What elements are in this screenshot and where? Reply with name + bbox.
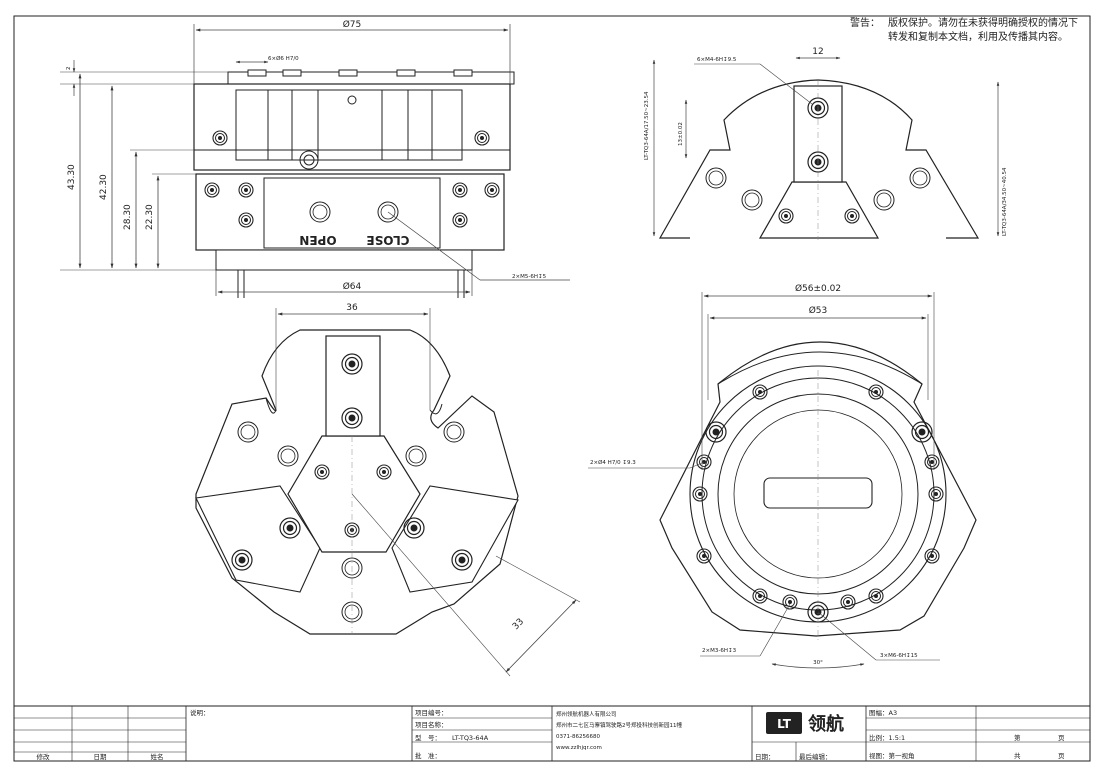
- callout-m3: 2×M3-6H↧3: [702, 648, 737, 654]
- tb-approve: 批 准：: [415, 751, 441, 760]
- jaw-view: 12 6×M4-6H↧9.5 LT-TQ3-64A/17.50~23.54 13…: [644, 47, 1008, 240]
- dim-h42-30: 42.30: [99, 174, 109, 200]
- close-label: CLOSE: [366, 233, 409, 247]
- tb-project-name: 项目名称：: [415, 720, 448, 729]
- top-view: 36 33: [195, 303, 581, 677]
- title-block: 修改 日期 姓名 说明： 项目编号： 项目名称： 型 号： LT-TQ3-64A…: [14, 705, 1090, 761]
- tb-model-label: 型 号：: [415, 733, 441, 742]
- dim-holes-top: 6×Ø6 H7/0: [268, 55, 299, 62]
- tb-company-address: 郑州市二七区马寨镇驾驶路2号郑投科技创新园11幢: [556, 721, 682, 729]
- dim-r33: 33: [511, 617, 526, 632]
- brand-logo: LT 领航: [766, 712, 844, 735]
- tb-col-date: 日期: [94, 753, 108, 761]
- side-view: OPEN CLOSE Ø75 6×Ø6 H7/0 Ø64 43.30 42.30…: [60, 19, 570, 298]
- tb-scale: 比例：1.5:1: [869, 733, 905, 742]
- tb-page-suffix: 页: [1058, 734, 1065, 742]
- tb-page: 第: [1014, 733, 1021, 742]
- dim-d53: Ø53: [809, 305, 828, 316]
- tb-col-name: 姓名: [151, 752, 164, 761]
- open-label: OPEN: [299, 233, 336, 247]
- tb-remark: 说明：: [190, 708, 210, 717]
- dim-stroke-range: LT-TQ3-64A/17.50~23.54: [644, 91, 650, 160]
- logo-text: LT: [777, 717, 792, 731]
- tb-project-no: 项目编号：: [415, 708, 448, 717]
- dim-d64: Ø64: [343, 281, 362, 292]
- callout-m6: 3×M6-6H↧15: [880, 653, 918, 659]
- dim-h22-30: 22.30: [145, 204, 155, 230]
- drawing-frame: [13, 15, 1091, 762]
- tb-phone: 0371-86256680: [556, 734, 600, 740]
- dim-h28-30: 28.30: [123, 204, 133, 230]
- tb-website: www.zzlhjqr.com: [556, 745, 602, 751]
- tb-last-edit: 最后编辑：: [799, 752, 832, 761]
- tb-col-modify: 修改: [37, 752, 51, 761]
- warning-line2: 转发和复制本文档，利用及传播其内容。: [888, 30, 1068, 43]
- tb-total: 共: [1014, 751, 1021, 760]
- dim-d75: Ø75: [343, 19, 362, 30]
- callout-m4: 6×M4-6H↧9.5: [697, 57, 737, 63]
- dim-w12: 12: [812, 47, 823, 57]
- dim-h13: 13±0.02: [678, 122, 684, 146]
- dim-angle: 30°: [813, 660, 823, 666]
- tb-model-value: LT-TQ3-64A: [452, 734, 489, 742]
- dim-h2: 2: [66, 67, 72, 71]
- dim-span-range: LT-TQ3-64A/34.50~40.54: [1002, 167, 1008, 236]
- tb-sheet: 图幅：A3: [869, 708, 897, 717]
- tb-company-name: 郑州领航机器人有限公司: [556, 710, 617, 718]
- callout-ports: 2×M5-6H↧5: [512, 274, 547, 280]
- bottom-view: Ø56±0.02 Ø53 2×Ø4 H7/0 ↧9.3 2×M3-6H↧3 30…: [588, 283, 977, 669]
- callout-pin-holes: 2×Ø4 H7/0 ↧9.3: [590, 459, 636, 466]
- tb-total-suffix: 页: [1058, 752, 1065, 760]
- tb-date: 日期：: [755, 753, 775, 761]
- dim-d56: Ø56±0.02: [795, 283, 841, 294]
- tb-view: 视图：第一视角: [869, 751, 915, 760]
- warning-line1: 版权保护。请勿在未获得明确授权的情况下: [888, 16, 1078, 29]
- dim-w36: 36: [346, 303, 358, 313]
- brand-text: 领航: [808, 713, 844, 735]
- warning-label: 警告：: [850, 16, 880, 29]
- dim-h43-30: 43.30: [67, 164, 77, 190]
